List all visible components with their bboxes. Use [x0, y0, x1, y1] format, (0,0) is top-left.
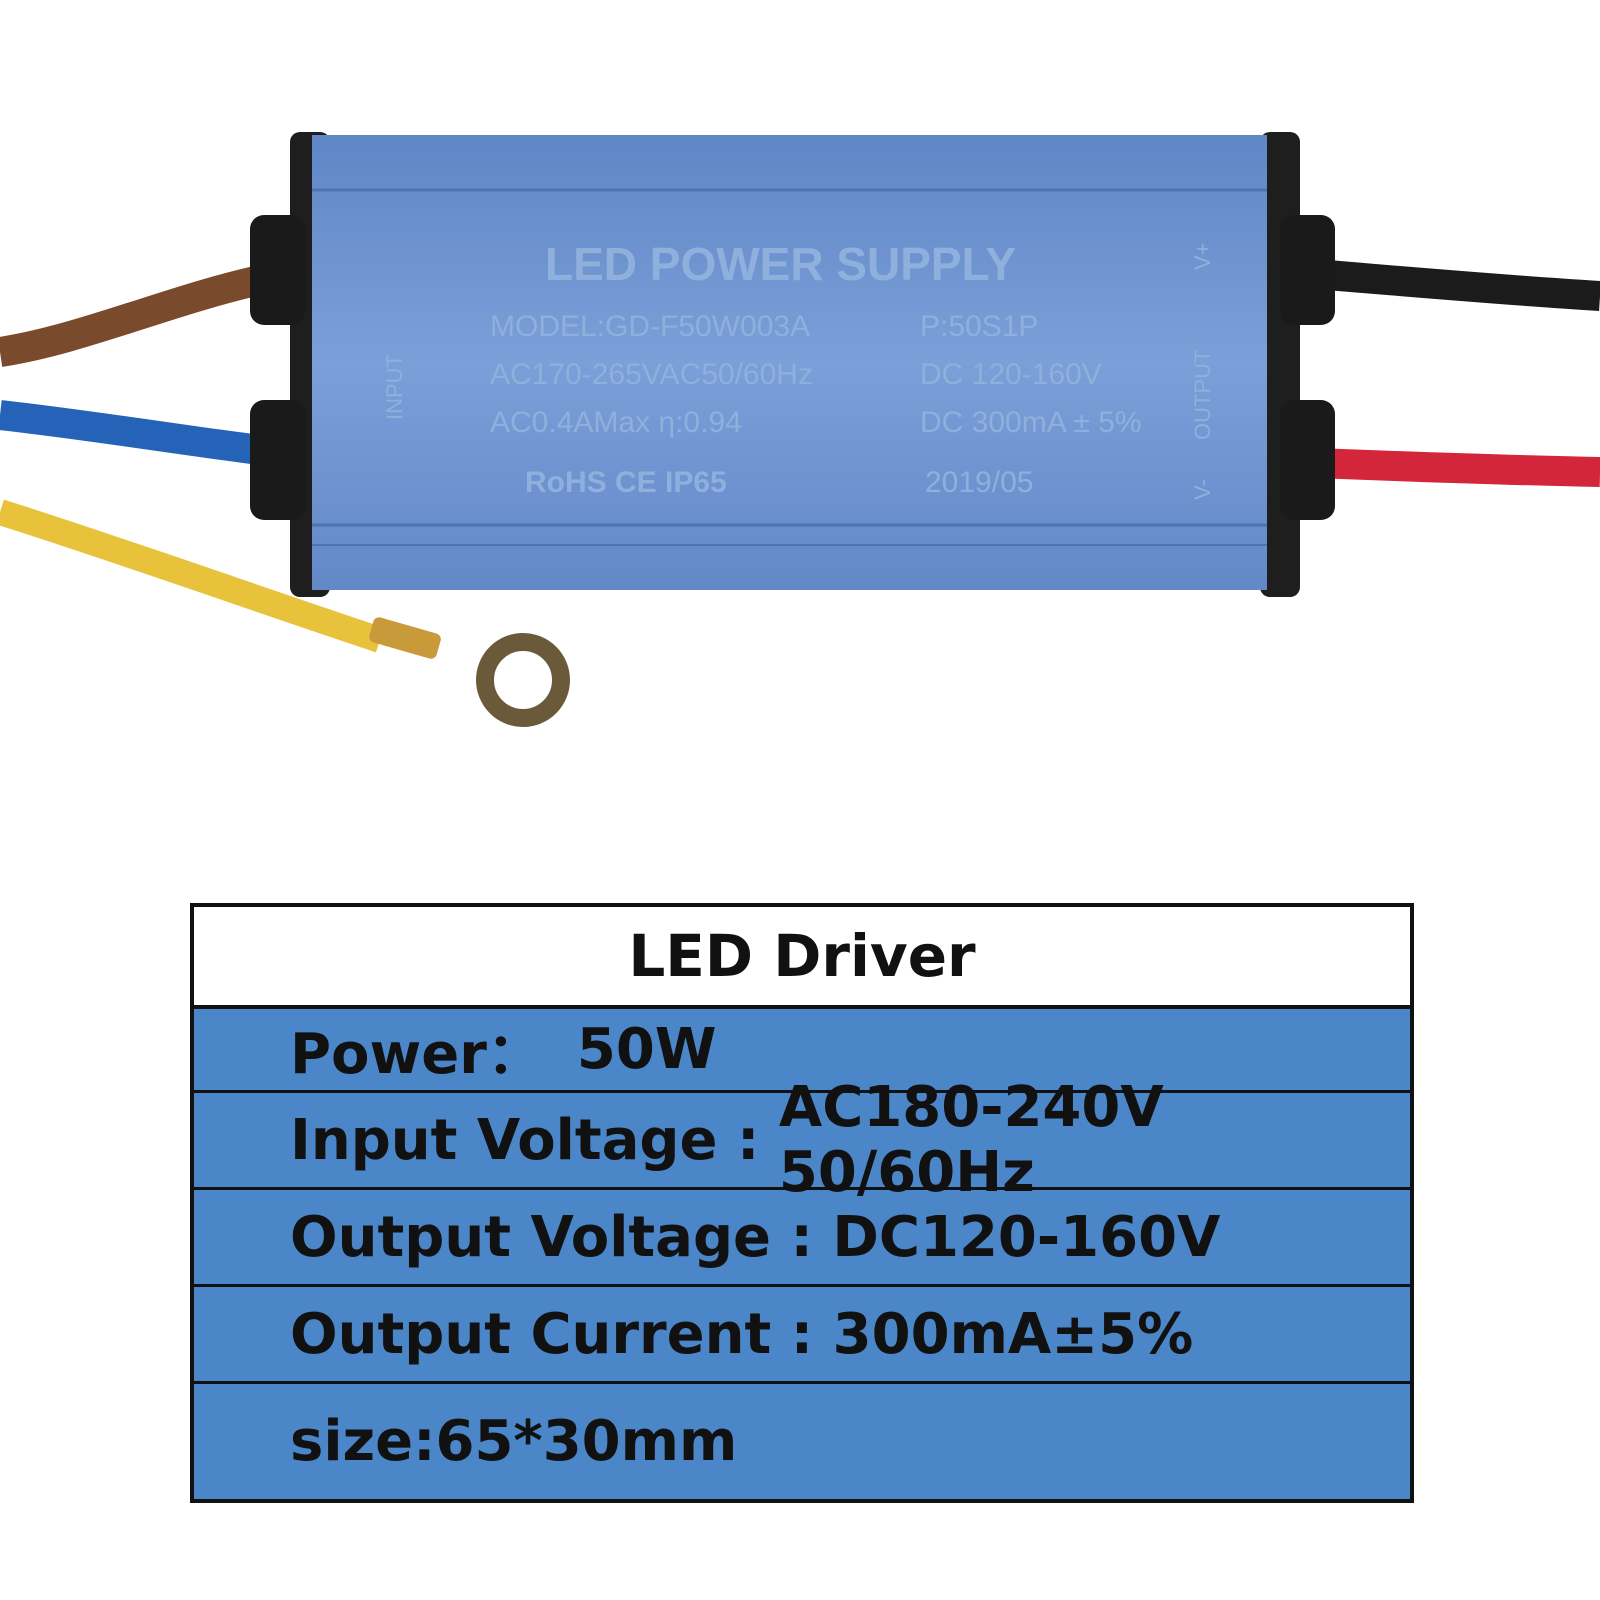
case-v-plus: V+ — [1190, 242, 1215, 270]
case-title: LED POWER SUPPLY — [545, 238, 1016, 290]
spec-label: Input Voltage : — [290, 1107, 779, 1173]
table-header: LED Driver — [194, 907, 1410, 1009]
spec-label: Output Current : — [290, 1301, 833, 1367]
spec-label: Output Voltage : — [290, 1204, 833, 1270]
case-v-minus: V- — [1190, 479, 1215, 500]
ring-terminal — [476, 633, 570, 727]
black-wire — [1288, 257, 1600, 311]
left-gland-bottom — [250, 400, 305, 520]
case-output-voltage: DC 120-160V — [920, 358, 1102, 391]
table-title: LED Driver — [628, 922, 976, 990]
spec-value: 50W — [576, 1017, 717, 1082]
yellow-wire — [0, 499, 385, 653]
case-input-current: AC0.4AMax η:0.94 — [490, 406, 742, 439]
spec-row-output-voltage: Output Voltage : DC120-160V — [194, 1190, 1410, 1287]
case-config: P:50S1P — [920, 310, 1038, 343]
right-gland-top — [1280, 215, 1335, 325]
spec-label: size: — [290, 1409, 436, 1474]
brown-wire — [0, 265, 264, 367]
case-input-side: INPUT — [382, 354, 407, 420]
spec-value: 300mA±5% — [832, 1301, 1194, 1367]
spec-row-output-current: Output Current : 300mA±5% — [194, 1287, 1410, 1384]
left-gland-top — [250, 215, 305, 325]
case-certs: RoHS CE IP65 — [525, 466, 727, 499]
product-photo: LED POWER SUPPLY MODEL:GD-F50W003A AC170… — [0, 132, 1600, 727]
case-model: MODEL:GD-F50W003A — [490, 310, 810, 343]
spec-row-input-voltage: Input Voltage : AC180-240V 50/60Hz — [194, 1075, 1410, 1205]
case-date: 2019/05 — [925, 466, 1033, 499]
case-output-current: DC 300mA ± 5% — [920, 406, 1142, 439]
driver-case — [312, 135, 1267, 590]
case-output-side: OUTPUT — [1190, 350, 1215, 440]
spec-value: 65*30mm — [435, 1409, 738, 1474]
blue-wire — [0, 400, 262, 465]
spec-row-size: size: 65*30mm — [194, 1384, 1410, 1499]
spec-table: LED Driver Power： 50W Input Voltage : AC… — [190, 903, 1414, 1503]
red-wire — [1289, 447, 1600, 487]
case-input-ac: AC170-265VAC50/60Hz — [490, 358, 813, 391]
spec-value: DC120-160V — [832, 1204, 1221, 1270]
right-gland-bottom — [1280, 400, 1335, 520]
spec-row-power: Power： 50W — [194, 1009, 1410, 1093]
spec-value: AC180-240V 50/60Hz — [778, 1075, 1164, 1205]
ring-terminal-crimp — [369, 617, 441, 659]
spec-label: Power： — [290, 1022, 543, 1087]
